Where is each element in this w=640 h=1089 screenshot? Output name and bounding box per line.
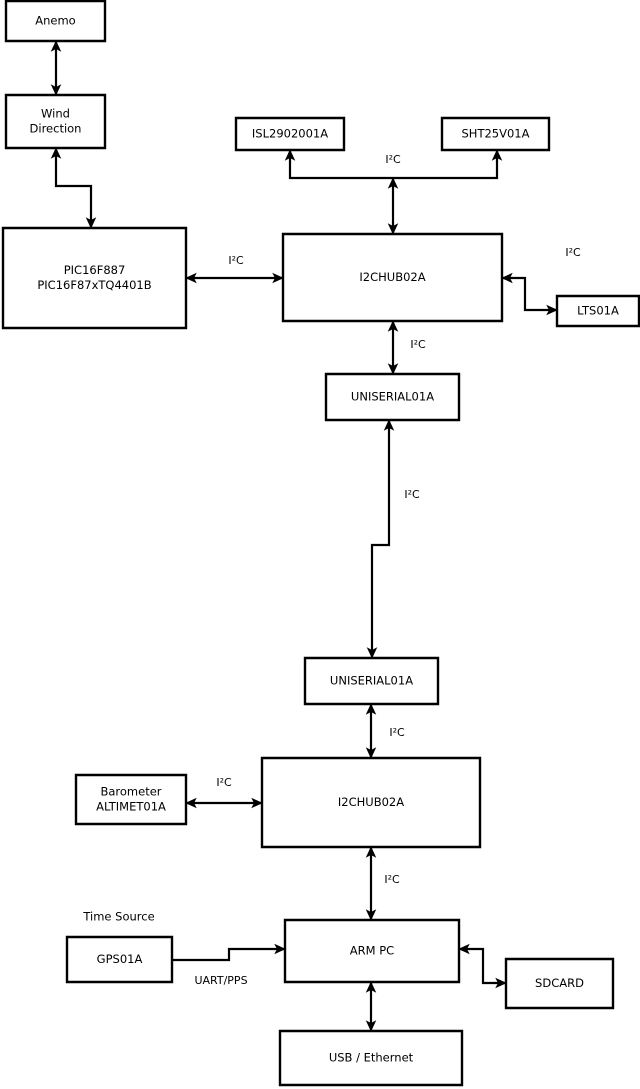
node-armpc[interactable]: ARM PC <box>285 920 459 982</box>
node-box[interactable] <box>6 1 105 41</box>
node-hub_bottom[interactable]: I2CHUB02A <box>262 758 480 847</box>
edge-label-hub-sensors: I²C <box>385 153 401 166</box>
node-box[interactable] <box>262 758 480 847</box>
node-anemo[interactable]: Anemo <box>6 1 105 41</box>
node-box[interactable] <box>557 296 639 326</box>
node-hub_top[interactable]: I2CHUB02A <box>283 234 502 321</box>
nodes-layer: AnemoWindDirectionPIC16F887PIC16F87xTQ44… <box>3 1 639 1085</box>
node-label-pic: PIC16F87xTQ4401B <box>37 278 151 292</box>
node-box[interactable] <box>305 658 438 704</box>
node-label-wind: Wind <box>41 107 70 121</box>
edge-label-barometer-hub: I²C <box>216 776 232 789</box>
edge-label-pic-hub: I²C <box>228 254 244 267</box>
node-box[interactable] <box>3 228 186 328</box>
edge-label-hub-uniserial-up: I²C <box>410 338 426 351</box>
edge-line <box>50 147 97 229</box>
node-uniserial_dn[interactable]: UNISERIAL01A <box>305 658 438 704</box>
edge-line <box>366 419 395 659</box>
node-box[interactable] <box>285 920 459 982</box>
edge-uniserial-hub-dn: I²C <box>365 703 405 759</box>
node-label-wind: Direction <box>30 122 82 136</box>
node-label-lts: LTS01A <box>577 304 619 318</box>
node-box[interactable] <box>236 118 344 150</box>
node-label-anemo: Anemo <box>35 14 75 28</box>
edge-gps-armpc: UART/PPS <box>172 943 286 987</box>
edge-line <box>172 943 286 962</box>
node-label-hub_bottom: I2CHUB02A <box>338 795 404 809</box>
node-label-hub_top: I2CHUB02A <box>359 270 425 284</box>
node-box[interactable] <box>326 374 459 420</box>
node-label-sht: SHT25V01A <box>462 127 530 141</box>
edge-line <box>501 272 558 316</box>
node-box[interactable] <box>76 775 186 824</box>
edge-label-hub-armpc: I²C <box>384 873 400 886</box>
edge-label-gps-armpc: UART/PPS <box>194 974 247 987</box>
edge-line <box>458 943 507 989</box>
node-label-sdcard: SDCARD <box>535 976 584 990</box>
node-label-barometer: Barometer <box>100 785 161 799</box>
edge-armpc-sdcard <box>458 943 507 989</box>
node-label-isl: ISL2902001A <box>252 127 328 141</box>
edge-label-uniserial-hub-dn: I²C <box>389 726 405 739</box>
edge-pic-hub: I²C <box>185 254 284 284</box>
node-label-pic: PIC16F887 <box>64 263 126 277</box>
node-label-barometer: ALTIMET01A <box>96 800 166 814</box>
node-box[interactable] <box>280 1031 462 1085</box>
node-uniserial_up[interactable]: UNISERIAL01A <box>326 374 459 420</box>
free-labels-layer: Time Source <box>82 910 154 924</box>
node-box[interactable] <box>506 959 613 1008</box>
node-label-gps: GPS01A <box>97 952 143 966</box>
node-box[interactable] <box>283 234 502 321</box>
label-time-source: Time Source <box>82 910 154 924</box>
node-lts[interactable]: LTS01A <box>557 296 639 326</box>
edge-hub-uniserial-up: I²C <box>387 320 426 375</box>
node-box[interactable] <box>442 118 549 150</box>
node-label-uniserial_up: UNISERIAL01A <box>351 390 434 404</box>
node-label-armpc: ARM PC <box>350 944 394 958</box>
edges-layer: I²C I²C I²C I²C I²C I²C I²C I²C UART/PPS <box>50 40 581 1032</box>
node-gps[interactable]: GPS01A <box>67 937 172 982</box>
edge-pic-wind <box>50 147 97 229</box>
edge-barometer-hub: I²C <box>185 776 263 809</box>
edge-uniserial-link: I²C <box>366 419 420 659</box>
edge-label-hub-lts: I²C <box>565 246 581 259</box>
node-sdcard[interactable]: SDCARD <box>506 959 613 1008</box>
node-label-usbeth: USB / Ethernet <box>329 1051 414 1065</box>
edge-hub-armpc: I²C <box>365 846 400 921</box>
node-label-uniserial_dn: UNISERIAL01A <box>330 674 413 688</box>
node-sht[interactable]: SHT25V01A <box>442 118 549 150</box>
node-isl[interactable]: ISL2902001A <box>236 118 344 150</box>
node-box[interactable] <box>67 937 172 982</box>
edge-label-uniserial-link: I²C <box>404 488 420 501</box>
node-usbeth[interactable]: USB / Ethernet <box>280 1031 462 1085</box>
node-box[interactable] <box>6 95 105 148</box>
edge-hub-sensors: I²C <box>284 149 503 235</box>
edge-hub-lts: I²C <box>501 246 581 316</box>
